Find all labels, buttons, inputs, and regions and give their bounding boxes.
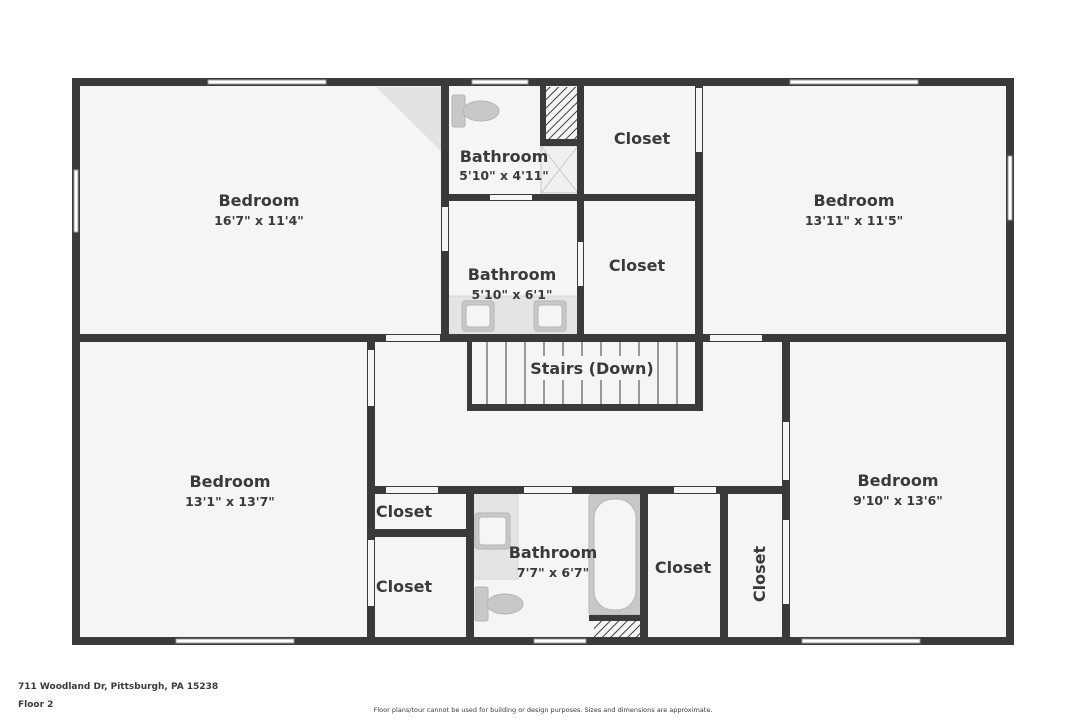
shaft-hatch [594,621,640,637]
room-dims-bedroom-sw: 13'1" x 13'7" [185,494,275,509]
room-name-bedroom-ne: Bedroom [813,191,894,210]
room-name-closet-br2: Closet [750,546,769,603]
fixtures [447,94,642,622]
room-dims-bedroom-nw: 16'7" x 11'4" [214,213,304,228]
room-name-bedroom-se: Bedroom [857,471,938,490]
window [207,79,327,85]
openings [73,79,1013,644]
window [533,638,587,644]
address-label: 711 Woodland Dr, Pittsburgh, PA 15238 [18,682,219,692]
window [1007,155,1013,221]
room-name-bedroom-sw: Bedroom [189,472,270,491]
room-name-stairs: Stairs (Down) [530,359,654,378]
room-name-closet-top2: Closet [609,256,666,275]
room-name-bath-lower: Bathroom [509,543,598,562]
toilet-bowl-icon [462,100,500,122]
room-dims-bath-mid: 5'10" x 6'1" [472,287,553,302]
room-name-bedroom-nw: Bedroom [218,191,299,210]
room-name-bath-mid: Bathroom [468,265,557,284]
disclaimer: Floor plans/tour cannot be used for buil… [373,706,713,714]
window [175,638,295,644]
room-dims-bedroom-se: 9'10" x 13'6" [853,493,943,508]
room-name-bath-upper: Bathroom [460,147,549,166]
wall-shadow [376,87,442,152]
window [471,79,529,85]
doors [368,88,789,606]
toilet-icon [474,586,489,622]
shaft-hatch [545,87,577,140]
room-dims-bath-lower: 7'7" x 6'7" [517,565,589,580]
floor-label: Floor 2 [18,700,54,710]
room-name-closet-bl1: Closet [376,502,433,521]
room-name-closet-br1: Closet [655,558,712,577]
room-name-closet-top1: Closet [614,129,671,148]
room-dims-bath-upper: 5'10" x 4'11" [459,168,549,183]
toilet-bowl-icon [486,593,524,615]
window [789,79,919,85]
room-dims-bedroom-ne: 13'11" x 11'5" [805,213,903,228]
window [801,638,921,644]
room-name-closet-bl2: Closet [376,577,433,596]
window [73,169,79,233]
